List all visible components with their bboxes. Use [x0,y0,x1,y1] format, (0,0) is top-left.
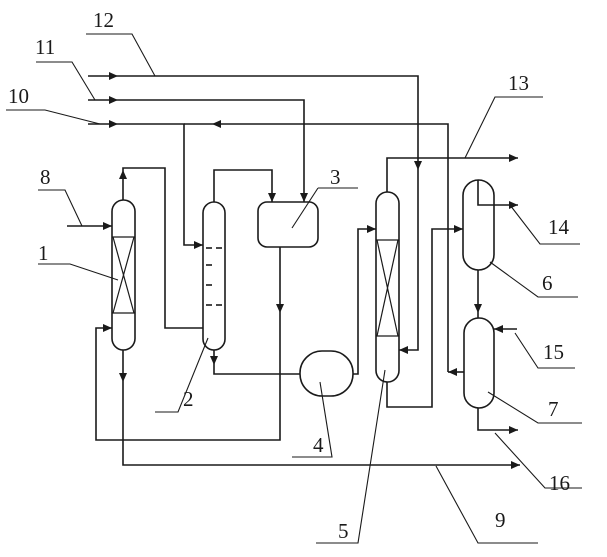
equipment-labels: 1 2 3 4 5 6 7 [38,165,559,543]
label-13: 13 [508,71,529,95]
label-4: 4 [313,433,324,457]
label-8: 8 [40,165,51,189]
vessel-7 [463,317,495,409]
vessel-5-reactor [375,191,400,383]
label-2: 2 [183,387,194,411]
flow-arrows [103,72,520,469]
label-11: 11 [35,35,55,59]
label-6: 6 [542,271,553,295]
vessel-4-drum [299,350,354,397]
label-9: 9 [495,508,506,532]
stream-labels: 8 9 10 11 12 13 14 15 16 [8,8,570,532]
label-5: 5 [338,519,349,543]
label-3: 3 [330,165,341,189]
leader-lines [6,33,582,544]
label-14: 14 [548,215,570,239]
label-1: 1 [38,241,49,265]
label-16: 16 [549,471,570,495]
label-7: 7 [548,397,559,421]
vessel-1-reactor [111,199,136,351]
vessel-3-drum [257,201,319,248]
label-15: 15 [543,340,564,364]
vessel-2-tray-column [202,201,226,351]
label-10: 10 [8,84,29,108]
label-12: 12 [93,8,114,32]
